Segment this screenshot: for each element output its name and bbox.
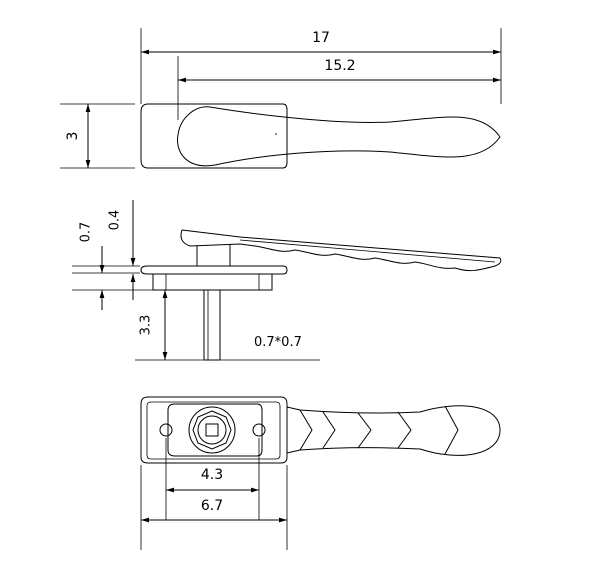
hub-octagon xyxy=(192,410,232,450)
base-length-label: 6.7 xyxy=(201,498,223,514)
spindle-length-label: 3.3 xyxy=(139,315,154,336)
screw-hole-right xyxy=(252,423,266,437)
plate-top xyxy=(140,265,288,275)
side-view: 0.7 0.4 3.3 0.7*0.7 xyxy=(72,200,502,361)
gap-dimension-label: 0.4 xyxy=(108,210,123,231)
chevron-pattern xyxy=(322,411,336,449)
chevron-pattern xyxy=(397,411,412,449)
handle-outline xyxy=(176,106,501,167)
hub-inner xyxy=(197,415,227,445)
base-plate-outline xyxy=(140,103,288,169)
chevron-pattern xyxy=(357,412,372,449)
handle-outline xyxy=(286,405,501,456)
spindle-section-label: 0.7*0.7 xyxy=(254,335,302,350)
top-view: 17 15.2 3 xyxy=(60,28,502,169)
chevron-pattern xyxy=(299,409,313,451)
plate-dimension-label: 0.7 xyxy=(79,222,94,243)
base-plate-inner xyxy=(146,401,281,460)
bottom-view: 4.3 6.7 xyxy=(140,396,501,550)
center-mark xyxy=(275,133,277,135)
lever-edge xyxy=(239,239,496,263)
square-socket xyxy=(205,423,219,437)
width-label: 3 xyxy=(65,132,81,141)
hub-outer xyxy=(188,406,236,454)
base-plate-outline xyxy=(140,396,288,464)
chevron-pattern xyxy=(444,405,459,455)
spindle xyxy=(203,289,221,361)
lever-profile xyxy=(180,229,502,272)
recess-outline xyxy=(167,403,263,457)
hole-spacing-label: 4.3 xyxy=(201,467,223,483)
pivot-block xyxy=(196,244,231,266)
screw-hole-left xyxy=(159,423,173,437)
plate-body xyxy=(152,273,273,291)
overall-length-label: 17 xyxy=(312,30,330,46)
handle-length-label: 15.2 xyxy=(324,58,355,74)
